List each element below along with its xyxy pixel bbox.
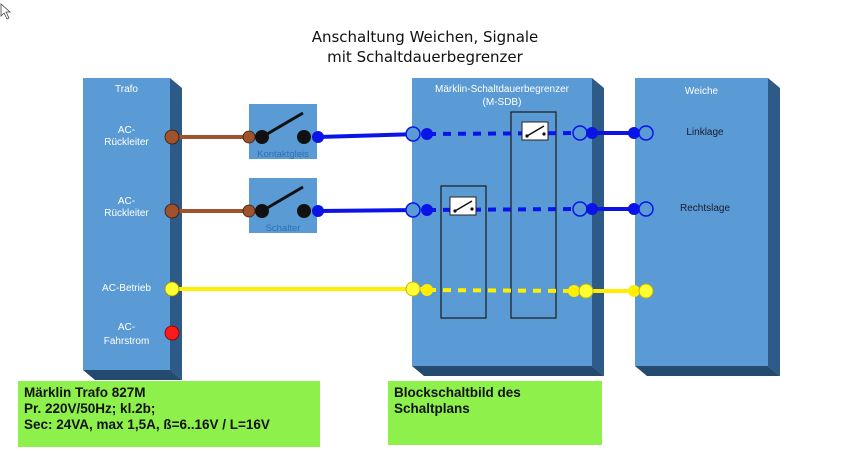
weiche-box bbox=[635, 78, 780, 376]
switch-contact-row1-left bbox=[255, 130, 269, 144]
wire-blue-dashed-row2 bbox=[427, 207, 579, 212]
block-note-line1: Blockschaltbild des bbox=[394, 385, 521, 400]
cursor-icon bbox=[0, 3, 12, 20]
weiche-header: Weiche bbox=[684, 86, 719, 97]
trafo-spec-line3: Sec: 24VA, max 1,5A, ß=6..16V / L=16V bbox=[24, 417, 270, 432]
switch-blade-row2 bbox=[261, 185, 304, 213]
msdb-header-line2: (M-SDB) bbox=[482, 97, 522, 108]
trafo-terminal-3-label: AC-Betrieb bbox=[102, 283, 151, 294]
switch-contact-row2-left bbox=[255, 204, 269, 218]
switch-contact-row2-right-outer bbox=[312, 205, 324, 217]
msdb-relay-frame-right bbox=[510, 111, 557, 319]
wire-blue-dashed-row1 bbox=[427, 131, 579, 136]
msdb-out-row3-a bbox=[568, 285, 580, 297]
msdb-in-row2-b bbox=[421, 204, 433, 216]
block-diagram-note: Blockschaltbild des Schaltplans bbox=[388, 381, 602, 445]
relay-contact-row1 bbox=[521, 121, 549, 141]
msdb-in-row1-a bbox=[405, 126, 421, 142]
wire-blue-solid-row2a bbox=[317, 208, 421, 213]
weiche-output-2-label: Rechtslage bbox=[679, 203, 731, 214]
weiche-terminal-2-in bbox=[638, 201, 654, 217]
trafo-terminal-1-label-a: AC- bbox=[117, 125, 136, 136]
trafo-terminal-1 bbox=[164, 129, 180, 145]
switch-contact-row2-left-outer bbox=[242, 204, 256, 218]
weiche-terminal-2 bbox=[628, 203, 640, 215]
trafo-spec-line1: Märklin Trafo 827M bbox=[24, 385, 146, 400]
trafo-spec-line2: Pr. 220V/50Hz; kl.2b; bbox=[24, 401, 156, 416]
schalter-label: Schalter bbox=[265, 223, 301, 234]
msdb-in-row3-a bbox=[405, 281, 421, 297]
trafo-terminal-4-label-a: AC- bbox=[117, 322, 136, 333]
weiche-output-1-label: Linklage bbox=[686, 127, 724, 138]
msdb-out-row3-b bbox=[578, 283, 594, 299]
switch-contact-row1-left-outer bbox=[242, 130, 256, 144]
msdb-out-row1-b bbox=[586, 127, 598, 139]
trafo-terminal-4 bbox=[164, 325, 180, 341]
trafo-terminal-1-label-b: Rückleiter bbox=[104, 137, 149, 148]
kontaktgleis-label: Kontaktgleis bbox=[257, 149, 309, 160]
trafo-box bbox=[83, 78, 182, 380]
switch-contact-row2-right bbox=[297, 204, 311, 218]
trafo-terminal-4-label-b: Fahrstrom bbox=[103, 336, 150, 347]
weiche-terminal-3 bbox=[628, 285, 640, 297]
switch-contact-row1-right-outer bbox=[312, 131, 324, 143]
weiche-terminal-1 bbox=[628, 127, 640, 139]
weiche-terminal-1-in bbox=[638, 125, 654, 141]
msdb-in-row3-b bbox=[421, 284, 433, 296]
wire-yellow-dashed bbox=[427, 288, 573, 293]
relay-contact-row2 bbox=[449, 196, 477, 216]
block-note-line2: Schaltplans bbox=[394, 401, 470, 416]
trafo-terminal-3 bbox=[164, 281, 180, 297]
msdb-out-row2-b bbox=[586, 203, 598, 215]
msdb-relay-frame-left bbox=[440, 185, 487, 319]
trafo-terminal-2-label-b: Rückleiter bbox=[104, 208, 149, 219]
msdb-in-row2-a bbox=[405, 202, 421, 218]
msdb-in-row1-b bbox=[421, 128, 433, 140]
switch-blade-row1 bbox=[261, 111, 304, 139]
msdb-out-row1-a bbox=[572, 125, 588, 141]
wire-blue-solid-row1a bbox=[317, 132, 421, 139]
trafo-terminal-2 bbox=[164, 203, 180, 219]
trafo-spec-note: Märklin Trafo 827M Pr. 220V/50Hz; kl.2b;… bbox=[18, 381, 320, 447]
msdb-header-line1: Märklin-Schaltdauerbegrenzer bbox=[435, 84, 569, 95]
msdb-out-row2-a bbox=[572, 201, 588, 217]
trafo-terminal-2-label-a: AC- bbox=[117, 196, 136, 207]
diagram-title-line2: mit Schaltdauerbegrenzer bbox=[327, 48, 523, 66]
weiche-terminal-3-in bbox=[638, 283, 654, 299]
trafo-header: Trafo bbox=[115, 84, 138, 95]
switch-contact-row1-right bbox=[297, 130, 311, 144]
diagram-title-line1: Anschaltung Weichen, Signale bbox=[311, 28, 539, 46]
